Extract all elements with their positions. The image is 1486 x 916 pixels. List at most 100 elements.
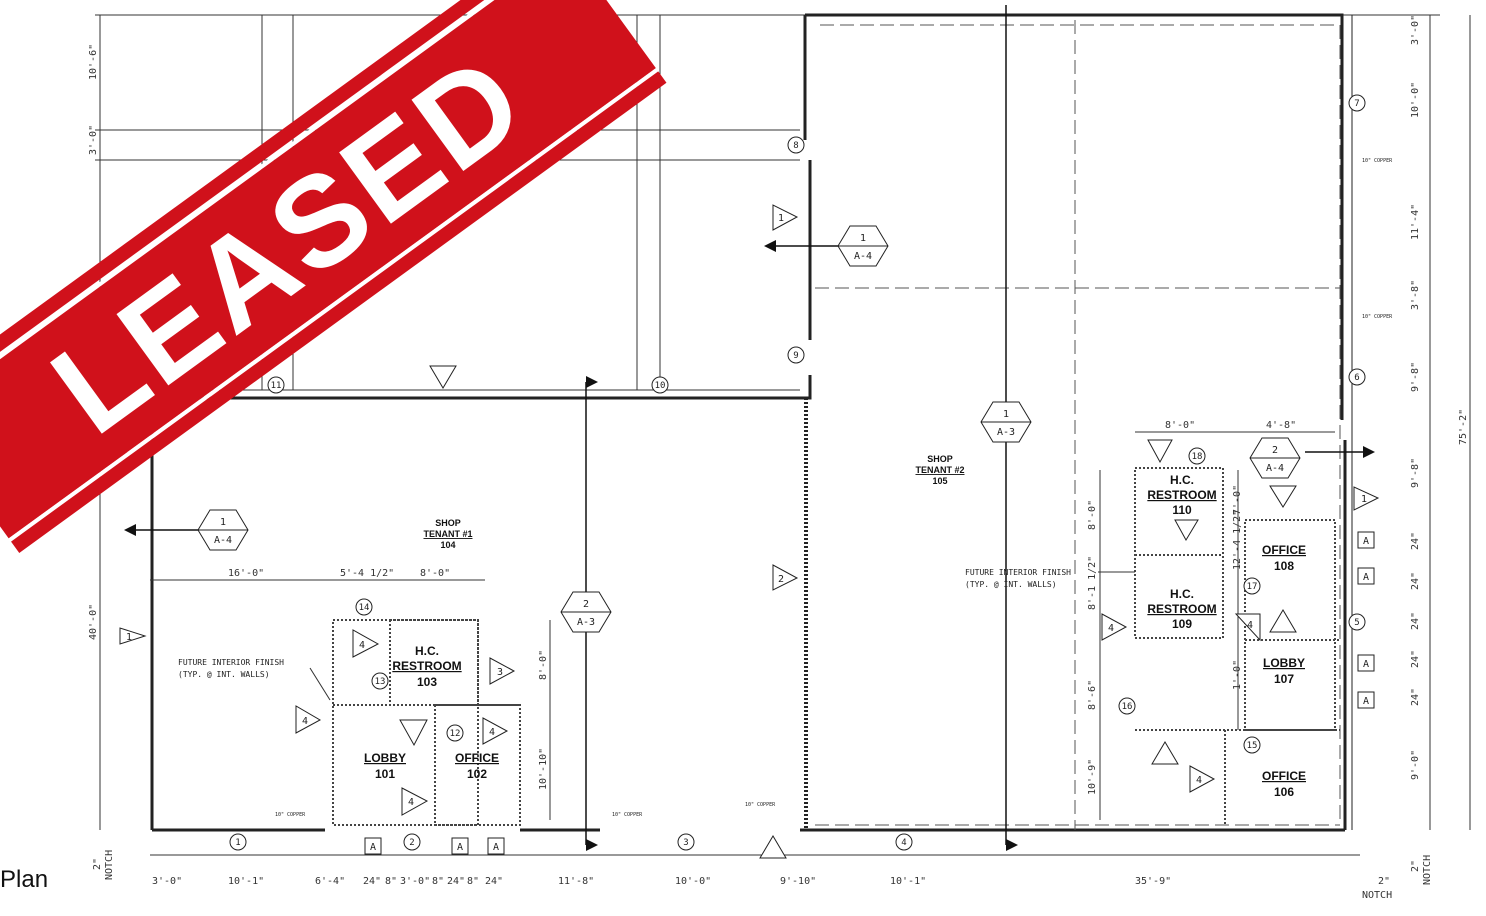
- svg-text:(TYP. @ INT. WALLS): (TYP. @ INT. WALLS): [178, 670, 270, 679]
- wall-tags: [119, 204, 1380, 859]
- notch-dim-right-v: 2": [1410, 860, 1421, 872]
- svg-text:17: 17: [1247, 582, 1258, 592]
- svg-text:2: 2: [409, 838, 414, 848]
- svg-text:OFFICE: OFFICE: [1262, 769, 1306, 783]
- right-dim-1: 3'-0": [1410, 15, 1421, 45]
- svg-text:16: 16: [1122, 702, 1133, 712]
- svg-text:8'-6": 8'-6": [1087, 680, 1098, 710]
- svg-text:105: 105: [932, 476, 947, 486]
- door-marks: [229, 94, 1366, 851]
- svg-text:1: 1: [220, 517, 226, 528]
- svg-text:4: 4: [359, 640, 365, 651]
- svg-text:1: 1: [860, 233, 866, 244]
- section-tag-1-a3: 1 A-3: [980, 401, 1032, 443]
- note-future-finish-left: FUTURE INTERIOR FINISH (TYP. @ INT. WALL…: [178, 658, 284, 679]
- svg-text:7'-0": 7'-0": [1232, 485, 1243, 515]
- right-dim-9: 24": [1410, 612, 1421, 630]
- room-office-106: OFFICE 106: [1262, 769, 1306, 799]
- section-tag-1-a4-left: 1 A-4: [197, 509, 249, 551]
- svg-text:H.C.: H.C.: [1170, 473, 1194, 487]
- svg-text:12'-4 1/2": 12'-4 1/2": [1232, 510, 1243, 570]
- svg-text:A: A: [1363, 659, 1369, 670]
- svg-text:10'-10": 10'-10": [538, 748, 549, 790]
- dashed-gridlines: [815, 20, 1341, 830]
- svg-text:8'-0": 8'-0": [1087, 500, 1098, 530]
- svg-text:104: 104: [440, 540, 455, 550]
- svg-text:A: A: [1363, 536, 1369, 547]
- svg-text:8'-0": 8'-0": [538, 650, 549, 680]
- notch-left: NOTCH: [104, 850, 115, 880]
- svg-text:SHOP: SHOP: [927, 454, 953, 464]
- svg-text:109: 109: [1172, 617, 1192, 631]
- svg-text:(TYP. @ INT. WALLS): (TYP. @ INT. WALLS): [965, 580, 1057, 589]
- svg-text:2: 2: [1272, 445, 1278, 456]
- svg-text:106: 106: [1274, 785, 1294, 799]
- right-dim-2: 10'-0": [1410, 82, 1421, 118]
- svg-text:5'-4 1/2": 5'-4 1/2": [340, 568, 394, 579]
- tenant2-interior-walls: [1134, 467, 1340, 825]
- room-shop-tenant1: SHOP TENANT #1 104: [423, 518, 472, 550]
- svg-text:5: 5: [1354, 618, 1359, 628]
- svg-text:10" COPPER: 10" COPPER: [612, 812, 643, 818]
- window-tag-labels: A A A A A A A: [370, 536, 1369, 853]
- svg-text:11'-8": 11'-8": [558, 876, 594, 887]
- svg-text:2: 2: [583, 599, 589, 610]
- svg-text:13: 13: [375, 677, 386, 687]
- section-tag-1-a4-top: 1 A-4: [837, 225, 889, 267]
- svg-text:9'-10": 9'-10": [780, 876, 816, 887]
- svg-text:8: 8: [793, 141, 798, 151]
- svg-text:8": 8": [467, 876, 479, 887]
- svg-text:35'-9": 35'-9": [1135, 876, 1171, 887]
- wall-tag-labels: 1 1 2 4 4 3 4 4 4 4 1 4: [126, 213, 1367, 808]
- svg-text:102: 102: [467, 767, 487, 781]
- svg-text:3'-0": 3'-0": [152, 876, 182, 887]
- section-tag-2-a4: 2 A-4: [1249, 437, 1301, 479]
- svg-text:4: 4: [901, 838, 906, 848]
- plan-caption: Plan: [0, 866, 49, 893]
- svg-text:A: A: [1363, 696, 1369, 707]
- svg-text:8'-1 1/2": 8'-1 1/2": [1087, 556, 1098, 610]
- window-tags: [364, 531, 1375, 855]
- svg-text:H.C.: H.C.: [1170, 587, 1194, 601]
- door-mark-labels: 1 2 3 4 5 6 7 8 9 10 11 12 13 14 15 16 1…: [235, 99, 1359, 848]
- room-shop-tenant2: SHOP TENANT #2 105: [915, 454, 964, 486]
- svg-text:4: 4: [1196, 775, 1202, 786]
- svg-text:103: 103: [417, 675, 437, 689]
- svg-text:A-4: A-4: [214, 535, 232, 546]
- svg-text:TENANT #1: TENANT #1: [423, 529, 472, 539]
- svg-text:10" COPPER: 10" COPPER: [275, 812, 306, 818]
- svg-text:108: 108: [1274, 559, 1294, 573]
- bottom-dimensions: 3'-0" 10'-1" 6'-4" 24" 8" 3'-0" 8" 24" 8…: [152, 876, 1171, 887]
- room-office-102: OFFICE 102: [455, 751, 499, 781]
- svg-text:1: 1: [235, 838, 240, 848]
- notch-right: NOTCH: [1422, 855, 1433, 885]
- leased-stamp-text: LEASED: [27, 26, 551, 461]
- left-dim-3: 40'-0": [88, 604, 99, 640]
- svg-text:SHOP: SHOP: [435, 518, 461, 528]
- svg-text:8'-0": 8'-0": [420, 568, 450, 579]
- svg-text:110: 110: [1172, 503, 1192, 517]
- svg-text:RESTROOM: RESTROOM: [392, 659, 461, 673]
- svg-text:LOBBY: LOBBY: [364, 751, 406, 765]
- room-office-108: OFFICE 108: [1262, 543, 1306, 573]
- room-lobby-101: LOBBY 101: [364, 751, 406, 781]
- section-tag-2-a3: 2 A-3: [560, 591, 612, 633]
- svg-text:TENANT #2: TENANT #2: [915, 465, 964, 475]
- svg-text:H.C.: H.C.: [415, 644, 439, 658]
- svg-text:8'-0": 8'-0": [1165, 420, 1195, 431]
- svg-text:3: 3: [683, 838, 688, 848]
- left-dim-2: 3'-0": [88, 125, 99, 155]
- svg-text:A: A: [457, 842, 463, 853]
- svg-text:1: 1: [1361, 494, 1367, 505]
- svg-text:10" COPPER: 10" COPPER: [745, 802, 776, 808]
- svg-text:8": 8": [385, 876, 397, 887]
- overall-dim: 75'-2": [1458, 409, 1469, 445]
- right-dim-5: 9'-8": [1410, 362, 1421, 392]
- svg-text:6: 6: [1354, 373, 1359, 383]
- svg-text:4'-8": 4'-8": [1266, 420, 1296, 431]
- svg-text:A: A: [370, 842, 376, 853]
- svg-text:OFFICE: OFFICE: [455, 751, 499, 765]
- svg-text:RESTROOM: RESTROOM: [1147, 488, 1216, 502]
- room-restroom-110: H.C. RESTROOM 110: [1147, 473, 1216, 517]
- right-dim-12: 9'-0": [1410, 750, 1421, 780]
